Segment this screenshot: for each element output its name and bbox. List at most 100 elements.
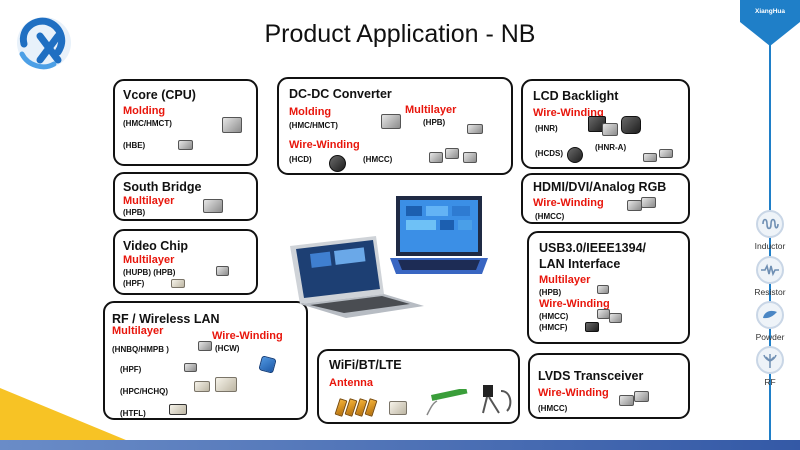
card-title: South Bridge bbox=[123, 180, 202, 194]
powder-icon[interactable] bbox=[756, 301, 784, 329]
brand-name: XiangHua bbox=[755, 8, 785, 15]
spring-antenna bbox=[482, 385, 512, 414]
page-title: Product Application - NB bbox=[264, 20, 536, 48]
part-code: (HMC/HMCT) bbox=[123, 119, 172, 128]
tech-label-wire-winding: Wire-Winding bbox=[289, 139, 360, 151]
part-code: (HNR) bbox=[535, 124, 558, 133]
ceramic-chip bbox=[215, 377, 237, 392]
part-code: (HNBQ/HMPB ) bbox=[112, 345, 169, 354]
bottom-band bbox=[0, 440, 800, 450]
wire-wound-inductor bbox=[258, 355, 277, 374]
card-rf-wireless-lan: RF / Wireless LAN Multilayer Wire-Windin… bbox=[103, 301, 308, 420]
filter-chip bbox=[171, 279, 185, 288]
multilayer-chip bbox=[467, 124, 483, 134]
part-code: (HMCF) bbox=[539, 323, 568, 332]
part-code: (HNR-A) bbox=[595, 143, 627, 152]
common-mode-choke bbox=[634, 391, 649, 402]
block-antenna bbox=[389, 401, 407, 415]
part-code: (HUPB) (HPB) bbox=[123, 268, 176, 277]
pcb-antenna bbox=[426, 389, 468, 416]
sidebar-item-resistor[interactable]: Resistor bbox=[754, 287, 786, 297]
common-mode-choke bbox=[641, 197, 656, 208]
part-code: (HPB) bbox=[123, 208, 146, 217]
part-code: (HCD) bbox=[289, 155, 312, 164]
card-title: Vcore (CPU) bbox=[123, 88, 196, 102]
brand-divider-line bbox=[769, 44, 771, 440]
bead-chip bbox=[178, 140, 193, 150]
card-title: Video Chip bbox=[123, 239, 189, 253]
common-mode-choke bbox=[429, 152, 443, 163]
filter-chip bbox=[184, 363, 197, 372]
part-code: (HMC/HMCT) bbox=[289, 121, 338, 130]
part-code: (HMCC) bbox=[363, 155, 393, 164]
tech-label-multilayer: Multilayer bbox=[539, 274, 591, 286]
tech-label-multilayer: Multilayer bbox=[112, 325, 164, 337]
inductor-icon[interactable] bbox=[756, 210, 784, 238]
card-lvds-transceiver: LVDS Transceiver Wire-Winding (HMCC) bbox=[528, 353, 690, 419]
sidebar-item-powder[interactable]: Powder bbox=[755, 332, 785, 342]
part-code: (HPB) bbox=[423, 118, 446, 127]
common-mode-filter bbox=[585, 322, 599, 332]
part-code: (HCW) bbox=[215, 344, 240, 353]
tech-label-wire-winding: Wire-Winding bbox=[212, 330, 283, 342]
thin-film-chip bbox=[169, 404, 187, 415]
smd-inductor bbox=[659, 149, 673, 158]
card-title-line1: USB3.0/IEEE1394/ bbox=[539, 241, 647, 255]
common-mode-choke bbox=[609, 313, 622, 323]
card-vcore: Vcore (CPU) Molding (HMC/HMCT) (HBE) bbox=[113, 79, 258, 166]
card-title: LCD Backlight bbox=[533, 89, 619, 103]
card-usb-lan-interface: USB3.0/IEEE1394/ LAN Interface Multilaye… bbox=[527, 231, 690, 344]
drum-core-inductor bbox=[329, 155, 346, 172]
card-title: RF / Wireless LAN bbox=[112, 312, 220, 326]
multilayer-chip bbox=[216, 266, 229, 276]
card-wifi-bt-lte: WiFi/BT/LTE Antenna bbox=[317, 349, 520, 424]
smd-inductor bbox=[643, 153, 657, 162]
tech-label-molding: Molding bbox=[123, 105, 166, 117]
resistor-icon[interactable] bbox=[756, 256, 784, 284]
common-mode-choke bbox=[627, 200, 642, 211]
card-title: DC-DC Converter bbox=[289, 87, 392, 101]
laptop-illustration bbox=[290, 196, 488, 318]
brand-badge bbox=[740, 0, 800, 46]
tech-label-multilayer: Multilayer bbox=[123, 195, 175, 207]
drum-core-inductor bbox=[567, 147, 583, 163]
multilayer-chip bbox=[597, 285, 609, 294]
molding-inductor-chip bbox=[222, 117, 242, 133]
part-code: (HMCC) bbox=[538, 404, 568, 413]
card-hdmi-dvi-rgb: HDMI/DVI/Analog RGB Wire-Winding (HMCC) bbox=[521, 173, 690, 224]
rf-antenna-icon[interactable] bbox=[756, 346, 784, 374]
multilayer-chip bbox=[198, 341, 212, 351]
part-code: (HPF) bbox=[120, 365, 142, 374]
part-code: (HMCC) bbox=[539, 312, 569, 321]
part-code: (HPF) bbox=[123, 279, 145, 288]
company-logo bbox=[17, 17, 71, 70]
tech-label-wire-winding: Wire-Winding bbox=[533, 197, 604, 209]
tech-label-wire-winding: Wire-Winding bbox=[539, 298, 610, 310]
tech-label-wire-winding: Wire-Winding bbox=[533, 107, 604, 119]
part-code: (HTFL) bbox=[120, 409, 146, 418]
card-video-chip: Video Chip Multilayer (HUPB) (HPB) (HPF) bbox=[113, 229, 258, 295]
power-inductor bbox=[602, 123, 618, 136]
card-lcd-backlight: LCD Backlight Wire-Winding (HNR) (HNR-A)… bbox=[521, 79, 690, 169]
sidebar-item-inductor[interactable]: Inductor bbox=[754, 241, 786, 251]
card-title-line2: LAN Interface bbox=[539, 257, 621, 271]
multilayer-chip bbox=[203, 199, 223, 213]
ceramic-chip bbox=[194, 381, 210, 392]
part-code: (HPC/HCHQ) bbox=[120, 387, 168, 396]
sidebar-item-rf[interactable]: RF bbox=[764, 377, 776, 387]
part-code: (HPB) bbox=[539, 288, 562, 297]
card-title: WiFi/BT/LTE bbox=[329, 358, 402, 372]
card-title: HDMI/DVI/Analog RGB bbox=[533, 180, 667, 194]
tech-label-multilayer: Multilayer bbox=[405, 104, 457, 116]
power-inductor bbox=[621, 116, 641, 134]
common-mode-choke bbox=[619, 395, 634, 406]
part-code: (HMCC) bbox=[535, 212, 565, 221]
molding-inductor-chip bbox=[381, 114, 401, 129]
tech-label-wire-winding: Wire-Winding bbox=[538, 387, 609, 399]
part-code: (HBE) bbox=[123, 141, 146, 150]
common-mode-choke bbox=[463, 152, 477, 163]
tech-label-antenna: Antenna bbox=[329, 377, 373, 389]
card-south-bridge: South Bridge Multilayer (HPB) bbox=[113, 172, 258, 221]
common-mode-choke bbox=[445, 148, 459, 159]
